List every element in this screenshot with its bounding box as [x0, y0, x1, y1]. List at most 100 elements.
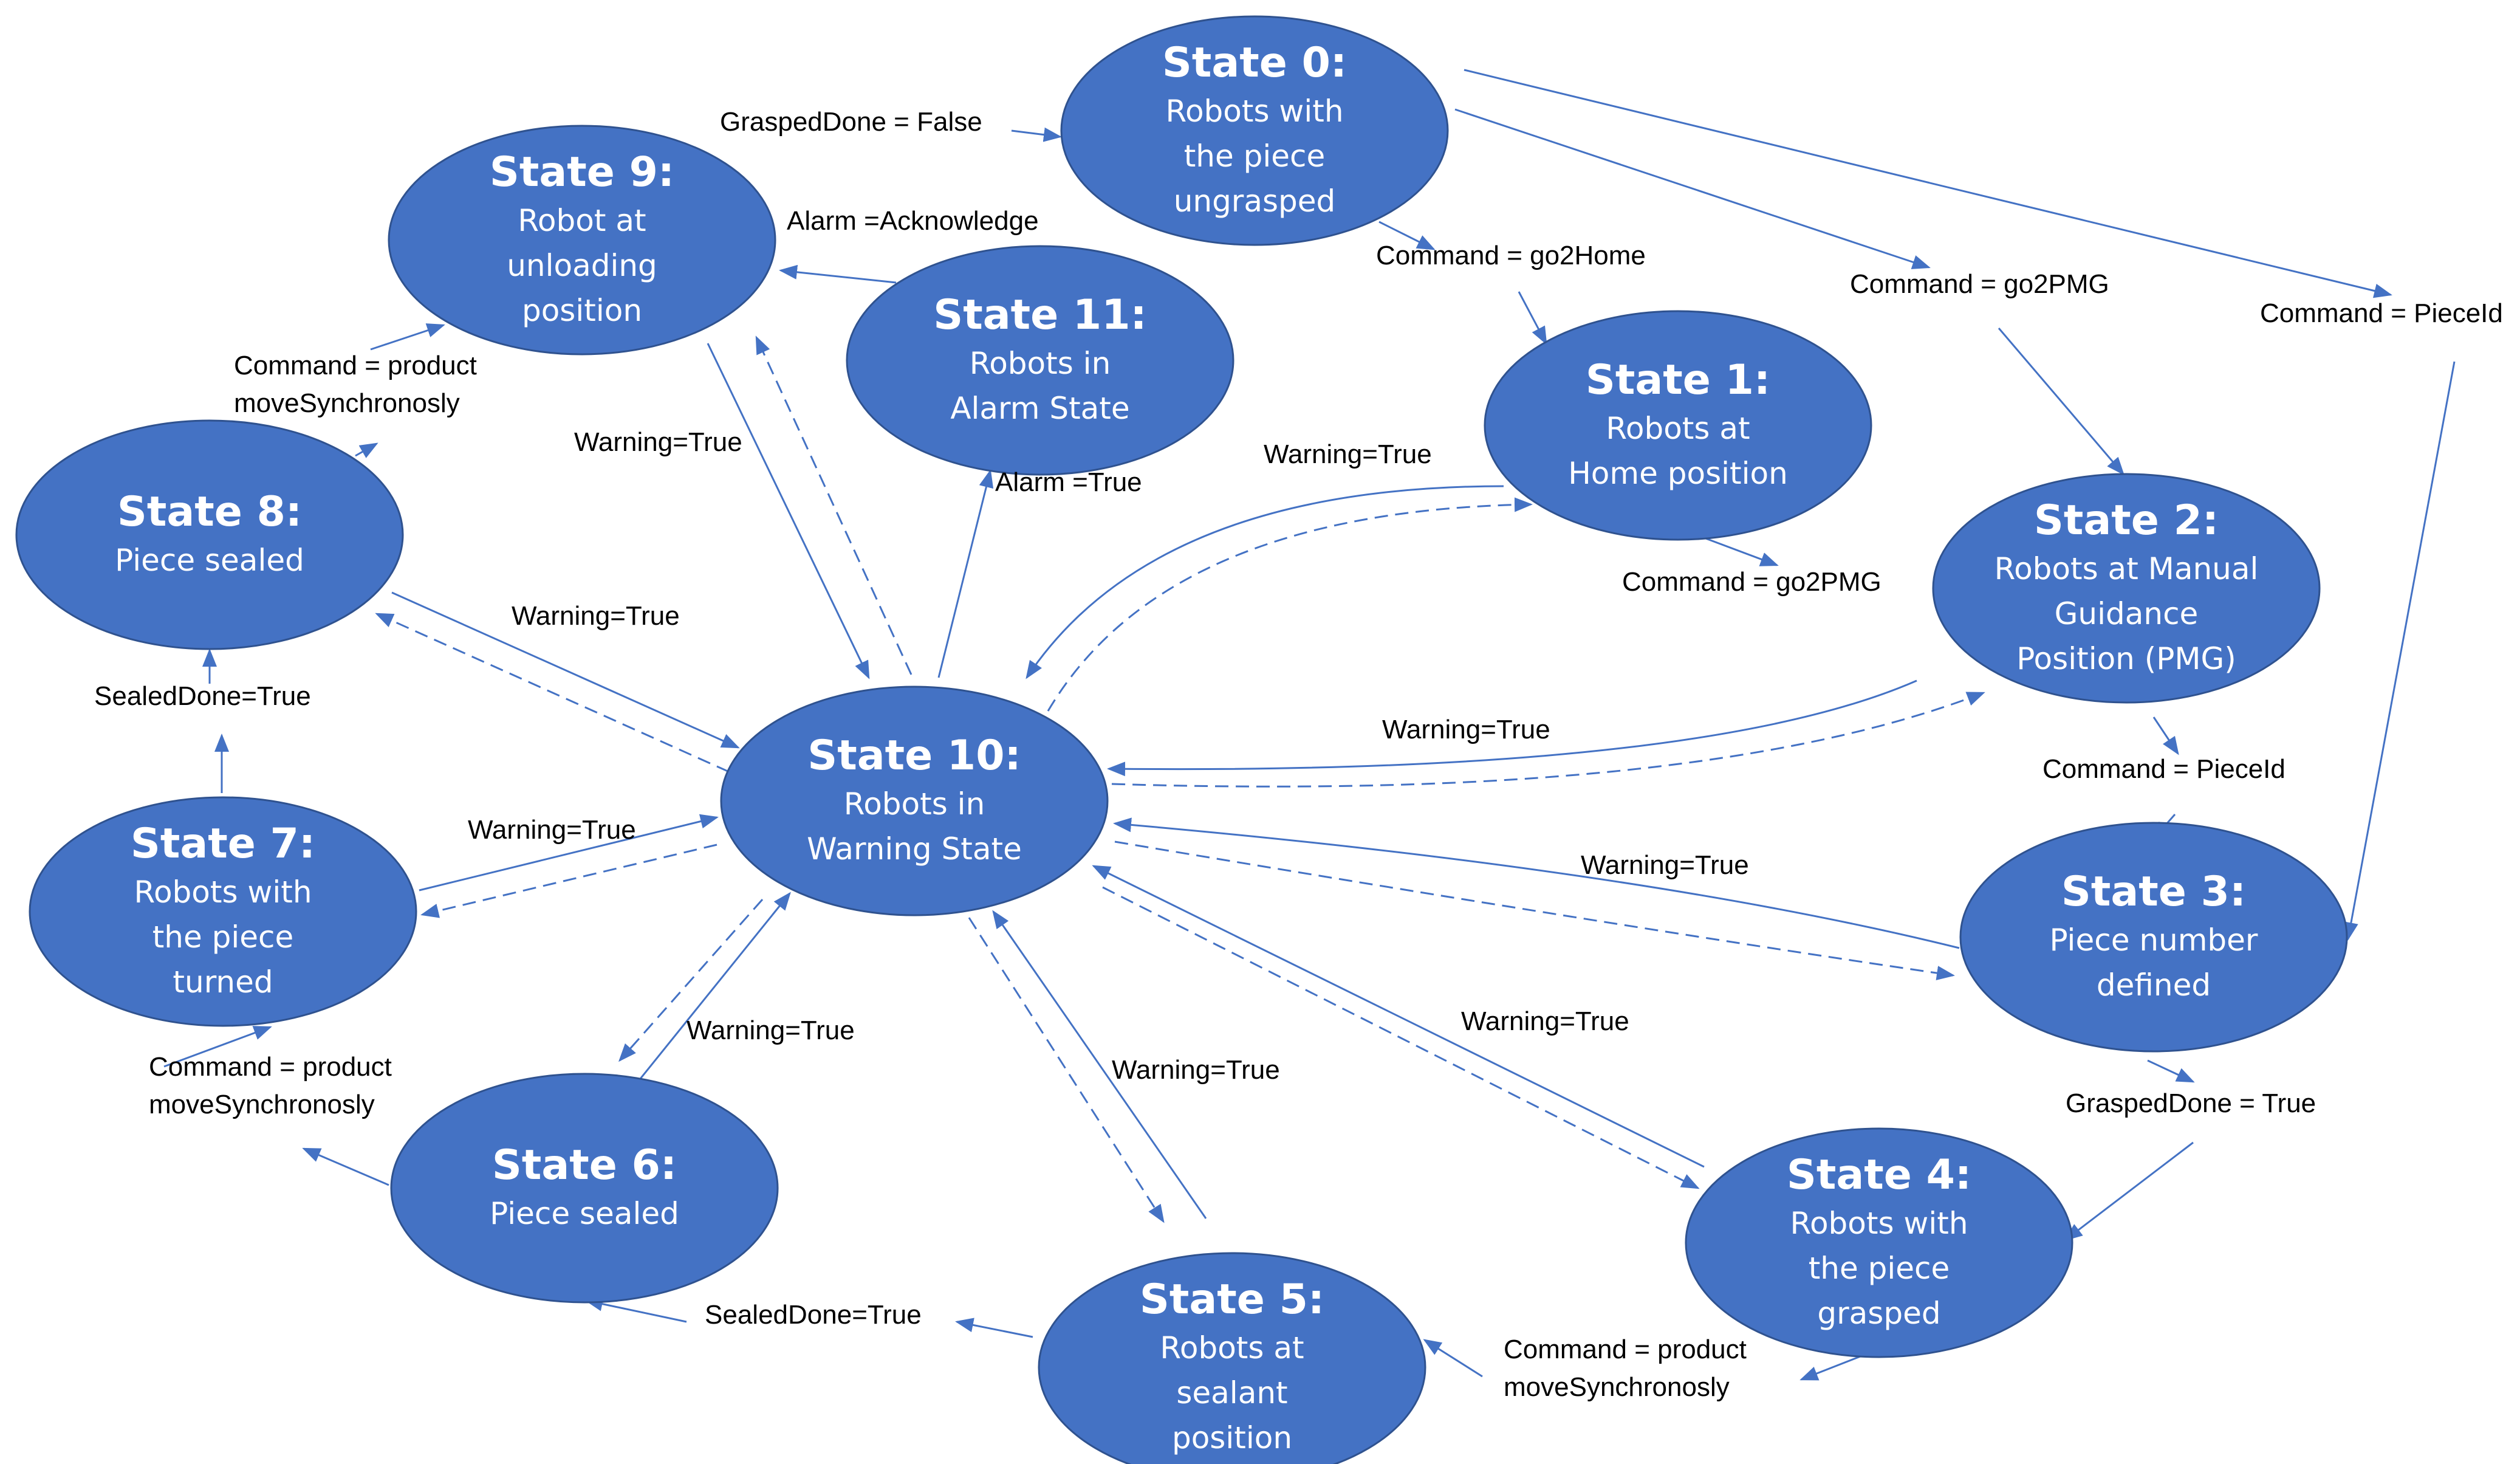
- state-ellipse: [1685, 1127, 2073, 1358]
- transition-label-l_cmd_s4_s5: moveSynchronosly: [1504, 1372, 1730, 1402]
- state-ellipse: [1959, 822, 2348, 1053]
- state-description-line: Robots in: [844, 786, 985, 822]
- transition-label-l_cmd_s4_s5: Command = product: [1504, 1335, 1747, 1364]
- state-description-line: the piece: [1809, 1251, 1950, 1286]
- state-description-line: Piece sealed: [490, 1196, 679, 1231]
- state-ellipse: [15, 419, 404, 650]
- edge-s5-s10: [992, 910, 1207, 1219]
- transition-label-l_sealed_s5_s6: SealedDone=True: [705, 1300, 922, 1330]
- state-description-line: Robots with: [134, 875, 312, 910]
- transition-label-l_warn_s5: Warning=True: [1112, 1055, 1280, 1085]
- state-description-line: Piece sealed: [115, 543, 304, 578]
- edge-s0-pieceid: [1464, 69, 2392, 298]
- state-description-line: turned: [173, 964, 273, 1000]
- state-title: State 7:: [131, 820, 315, 868]
- transition-label-l_warn_s3: Warning=True: [1581, 850, 1749, 880]
- transition-label-l_alarm_true: Alarm =True: [995, 467, 1142, 497]
- edge-s10-s1: [1047, 497, 1533, 712]
- state-ellipse: [1038, 1252, 1426, 1464]
- transition-label-l_warn_s6: Warning=True: [686, 1016, 855, 1045]
- state-node-s2: State 2:Robots at ManualGuidancePosition…: [1932, 473, 2321, 704]
- state-ellipse: [1484, 310, 1872, 541]
- edge-s10-s11: [937, 469, 994, 678]
- transition-label-l_pieceid_s2: Command = PieceId: [2042, 754, 2285, 784]
- edge-s9-s10: [707, 343, 870, 679]
- edge-s2-s3: [2152, 717, 2179, 755]
- state-node-s11: State 11: Robots in Alarm State: [846, 245, 1234, 476]
- state-description-line: Warning State: [807, 831, 1022, 867]
- state-description-line: ungrasped: [1174, 184, 1336, 219]
- edge-s5-s6-b: [584, 1296, 687, 1323]
- state-title: State 2:: [2034, 497, 2219, 545]
- edge-s10-s4: [1102, 886, 1700, 1189]
- edge-s7-s10: [419, 814, 719, 892]
- transition-edges: [163, 69, 2456, 1381]
- state-description-line: Robots at: [1606, 411, 1750, 446]
- state-title: State 0:: [1162, 39, 1347, 87]
- transition-label-l_cmd_s6_s7: moveSynchronosly: [149, 1090, 375, 1119]
- edge-s10-s8: [375, 613, 730, 773]
- edge-s0-s2-b: [1998, 328, 2125, 476]
- transition-label-l_warn_s4: Warning=True: [1461, 1006, 1629, 1036]
- edge-s4-s10: [1092, 865, 1705, 1168]
- state-description-line: grasped: [1817, 1296, 1940, 1331]
- state-description-line: defined: [2097, 967, 2211, 1003]
- state-description-line: Robot at: [518, 203, 646, 238]
- transition-label-l_warn_s1: Warning=True: [1264, 439, 1432, 469]
- edge-s1-s10: [1025, 485, 1504, 679]
- edge-s5-s6: [955, 1318, 1033, 1338]
- transition-label-l_alarm_ack: Alarm =Acknowledge: [787, 206, 1039, 236]
- state-description-line: Guidance: [2055, 596, 2199, 631]
- transition-label-l_warn_s2: Warning=True: [1382, 715, 1550, 744]
- edge-s10-s3: [1114, 840, 1955, 980]
- edge-s0-s1: [1378, 221, 1436, 250]
- state-ellipse: [846, 245, 1234, 476]
- state-description-line: Robots in: [970, 346, 1111, 381]
- edge-s3-s10: [1113, 817, 1960, 949]
- state-ellipse: [1932, 473, 2321, 704]
- transition-label-l_grasped_false: GraspedDone = False: [720, 107, 982, 137]
- transition-label-l_grasped_true: GraspedDone = True: [2066, 1088, 2316, 1118]
- state-node-s0: State 0: Robots with the piece ungrasped: [1060, 15, 1449, 246]
- state-title: State 9:: [490, 148, 674, 196]
- state-description-line: Robots with: [1165, 94, 1343, 129]
- edge-s11-s9: [779, 264, 897, 284]
- state-node-s4: State 4: Robots with the piece grasped: [1685, 1127, 2073, 1358]
- edge-s10-s6: [618, 899, 764, 1062]
- edge-s4-s5-b: [1423, 1339, 1483, 1378]
- edge-s6-s10: [637, 892, 791, 1082]
- state-ellipse: [720, 686, 1109, 916]
- transition-label-l_go2pmg_s1: Command = go2PMG: [1622, 567, 1881, 597]
- state-title: State 6:: [492, 1141, 677, 1189]
- state-description-line: Robots with: [1790, 1206, 1968, 1241]
- state-description-line: the piece: [1184, 139, 1326, 174]
- edge-s0-s2: [1454, 108, 1931, 269]
- edge-s8-s9: [355, 442, 378, 458]
- state-description-line: Alarm State: [950, 391, 1129, 426]
- transition-label-l_warn_s7: Warning=True: [468, 815, 636, 845]
- transition-label-l_cmd_s6_s7: Command = product: [149, 1052, 392, 1082]
- state-title: State 8:: [117, 488, 302, 536]
- edge-s6-s7: [302, 1147, 389, 1186]
- transition-label-l_cmd_s8_s9: moveSynchronosly: [234, 388, 460, 418]
- state-description-line: Position (PMG): [2016, 641, 2236, 676]
- edge-s10-s5: [968, 917, 1165, 1223]
- transition-label-l_go2pmg_top: Command = go2PMG: [1850, 269, 2109, 299]
- state-ellipse: [390, 1073, 779, 1304]
- state-ellipse: [1060, 15, 1449, 246]
- edge-s2-s10: [1107, 679, 1917, 777]
- state-ellipse: [388, 125, 776, 356]
- transition-label-l_cmd_s8_s9: Command = product: [234, 351, 477, 380]
- edge-s0-s1-b: [1518, 291, 1547, 345]
- state-description-line: sealant: [1176, 1375, 1287, 1411]
- state-title: State 11:: [933, 291, 1147, 339]
- state-title: State 4:: [1787, 1151, 1971, 1199]
